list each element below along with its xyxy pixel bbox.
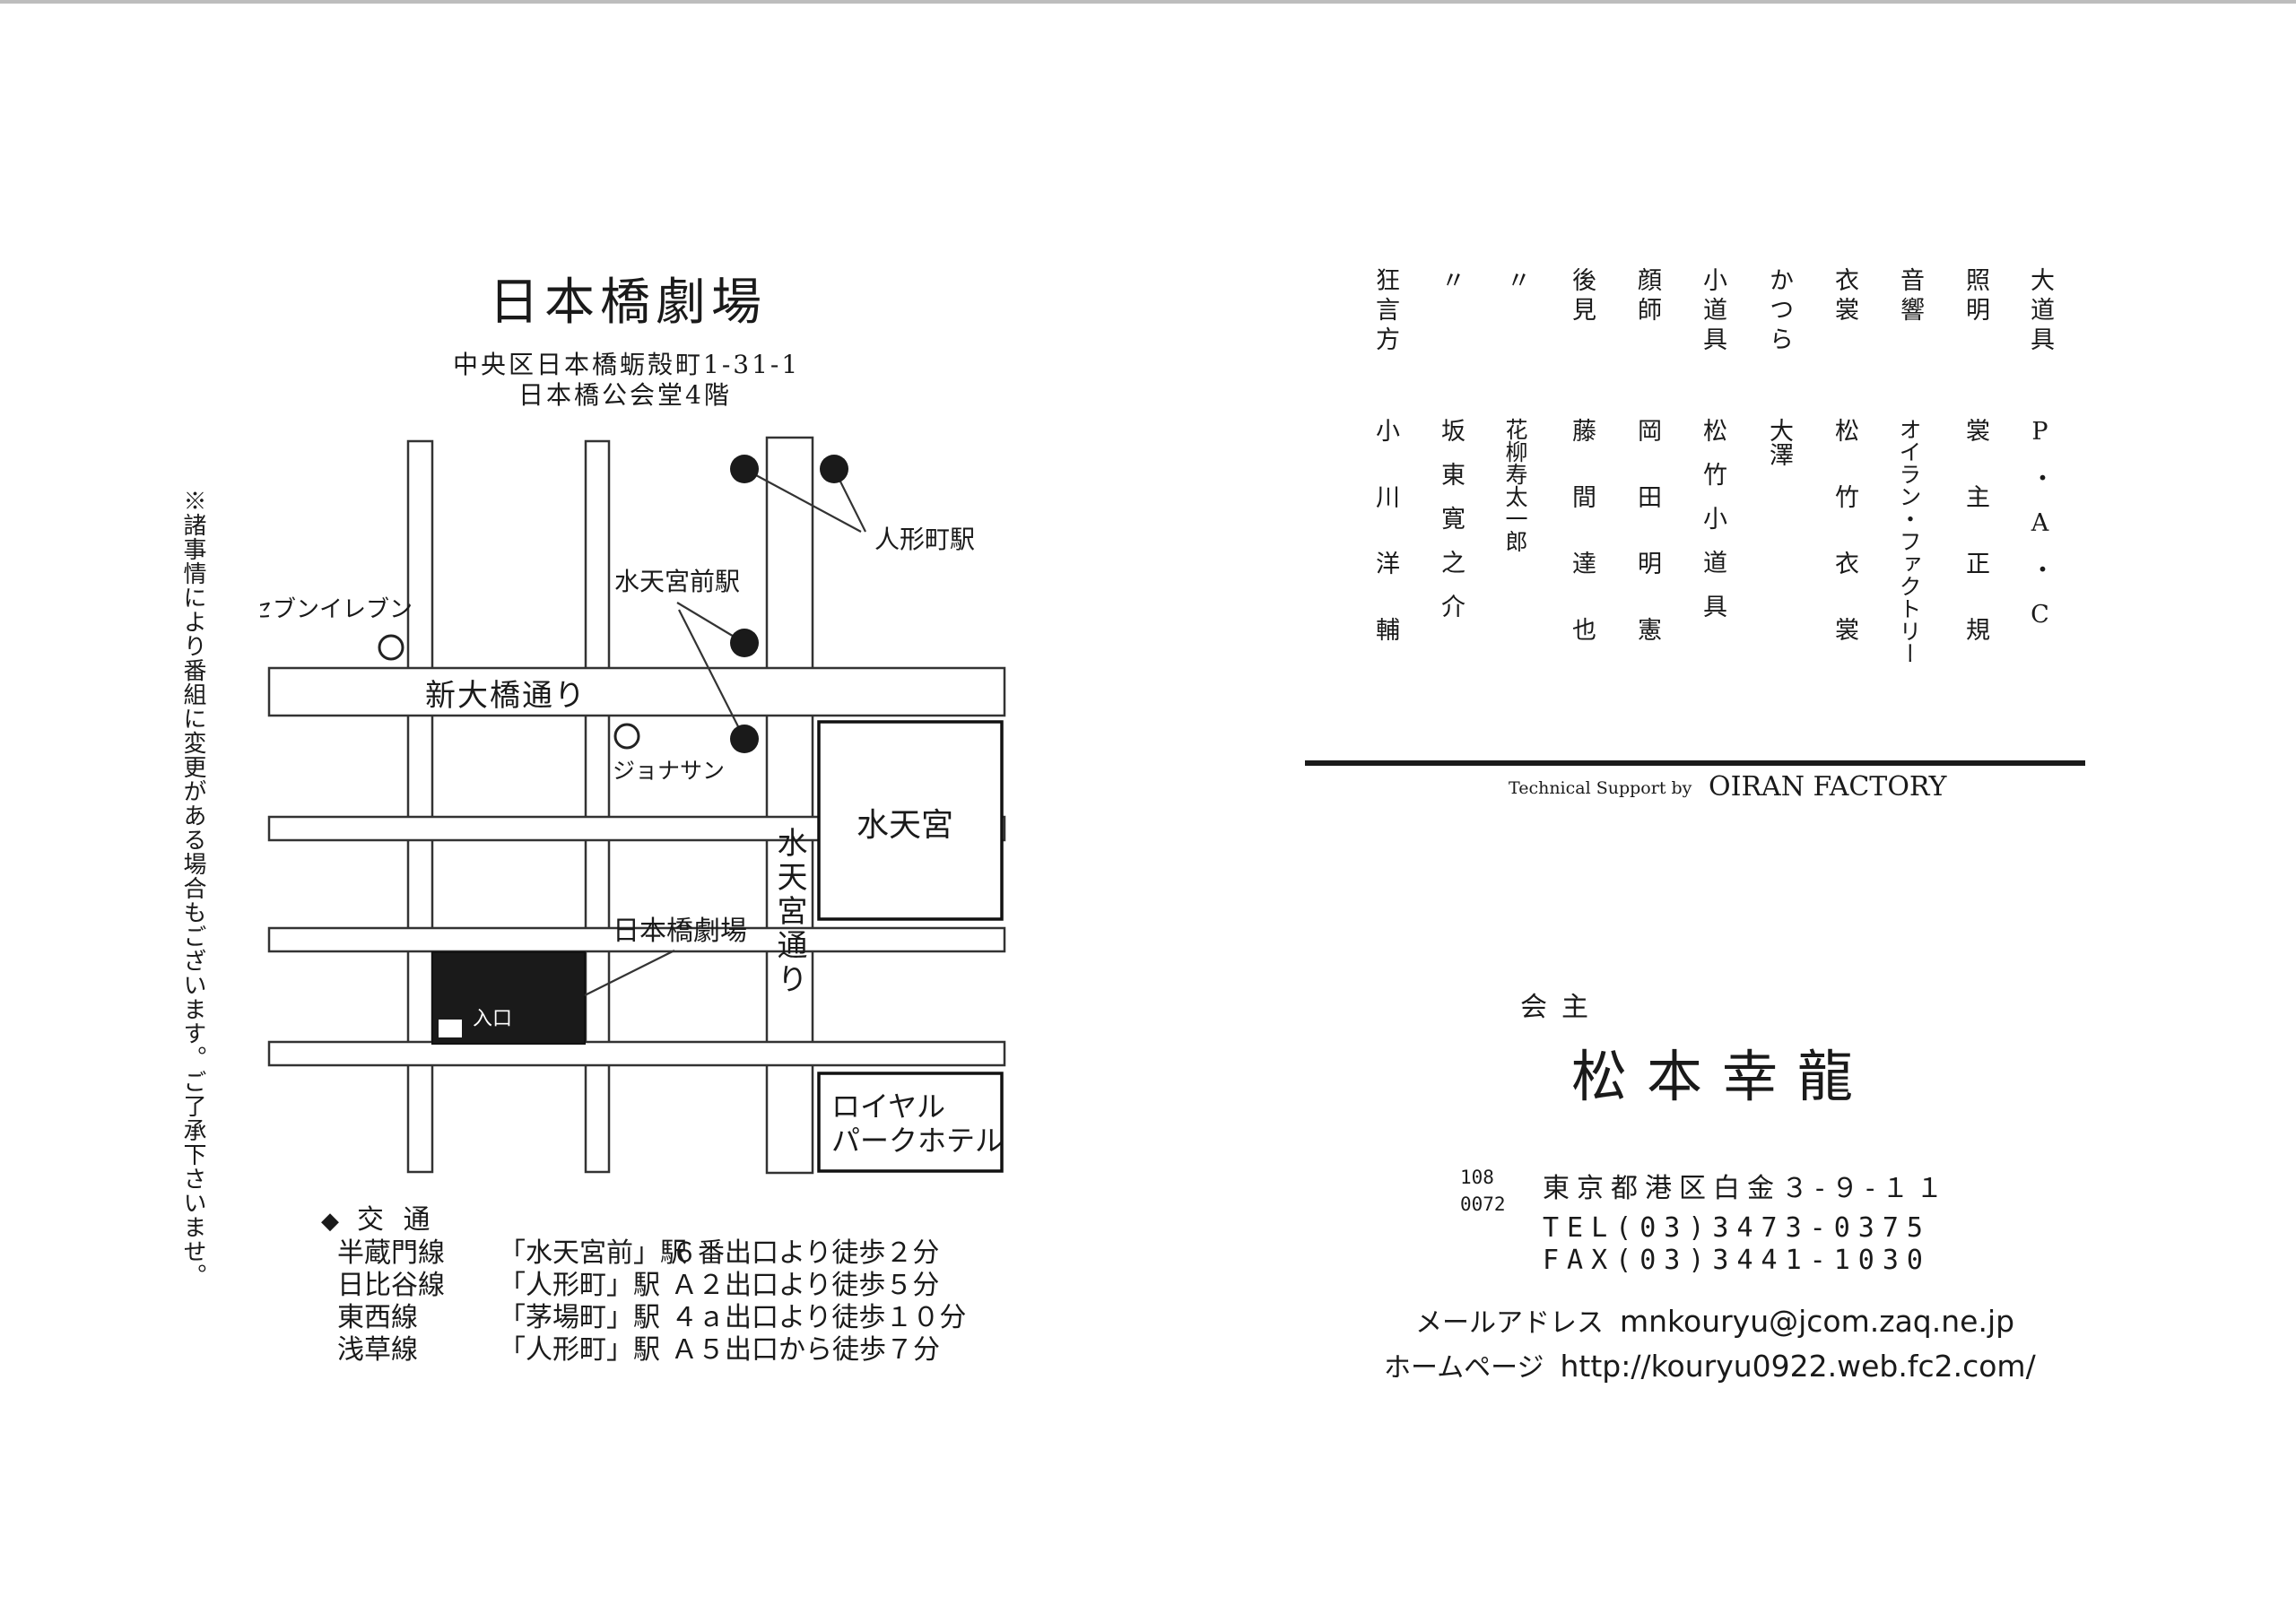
map-suitengu-shrine [817,720,1004,921]
theater-address-line2: 日本橋公会堂4階 [518,380,732,410]
map-ningyocho-marker-1 [730,455,759,483]
access-line: 浅草線 [337,1334,418,1366]
office-address: 東京都港区白金３-９-１１ [1543,1173,1951,1204]
credit-name: 松竹衣裳 [1831,418,1858,683]
email-label: メールアドレス [1415,1307,1604,1339]
credit-role: 照明 [1961,267,1989,326]
access-station: 「水天宮前」駅 [499,1237,687,1269]
map-suitengumae-label: 水天宮前駅 [614,567,740,596]
credit-name: 藤間達也 [1568,418,1596,683]
credits-divider [1305,760,2085,766]
access-detail: ４ａ出口より徒歩１０分 [671,1302,967,1333]
credit-name: 花柳寿太一郎 [1502,418,1528,552]
credit-role: 狂言方 [1371,267,1399,356]
credit-name: 坂東寛之介 [1437,418,1465,638]
map-suitengu-label: 水天宮 [857,807,953,844]
credit-name: 大澤 [1765,418,1793,466]
postal-code: 108 0072 [1460,1164,1506,1218]
access-heading-text: 交 通 [357,1204,436,1236]
scan-top-edge [0,0,2296,4]
program-change-notice: ※諸事情により番組に変更がある場合もございます。ご了承下さいませ。 [179,489,206,1288]
credit-name: オイラン・ファクトリー [1896,418,1922,664]
map-street-horizontal-3 [267,926,1006,953]
map-street-horizontal-4 [267,1040,1006,1067]
map-suitengu-street-label: 水天宮通り [771,827,807,997]
access-detail: Ａ２出口より徒歩５分 [671,1270,940,1301]
map-jonathan-marker [613,723,640,750]
technical-support-name: OIRAN FACTORY [1709,771,1947,803]
map-entrance-icon [439,1020,462,1037]
map-ningyocho-marker-2 [820,455,848,483]
access-line: 半蔵門線 [337,1237,445,1269]
technical-support-label: Technical Support by [1509,778,1692,798]
credit-role: 衣裳 [1831,267,1858,326]
postal-code-line1: 108 [1460,1167,1494,1188]
access-detail: ６番出口より徒歩２分 [671,1237,940,1269]
credit-name: 岡田明憲 [1633,418,1661,683]
access-station: 「茅場町」駅 [499,1302,660,1333]
host-name: 松本幸龍 [1571,1044,1874,1109]
host-label: 会主 [1520,992,1603,1023]
website-line: ホームページ http://kouryu0922.web.fc2.com/ [1384,1345,2036,1384]
access-station: 「人形町」駅 [499,1270,660,1301]
map-street-shin-ohashi [267,666,1006,717]
map-royal-park-hotel [817,1072,1004,1173]
credit-role: 大道具 [2026,267,2054,356]
credit-role: 〃 [1502,267,1530,297]
credit-role: 顔師 [1633,267,1661,326]
theater-title: 日本橋劇場 [489,273,767,332]
credit-name: 裳主正規 [1961,418,1989,683]
access-heading: ◆ 交 通 [321,1197,436,1237]
access-station: 「人形町」駅 [499,1334,660,1366]
access-line: 東西線 [337,1302,418,1333]
access-detail: Ａ５出口から徒歩７分 [671,1334,940,1366]
telephone: TEL(03)3473-0375 [1543,1212,1931,1244]
postal-code-line2: 0072 [1460,1193,1506,1215]
email-address-link[interactable]: mnkouryu@jcom.zaq.ne.jp [1620,1304,2015,1339]
map-theater-label: 日本橋劇場 [613,916,747,947]
website-url-link[interactable]: http://kouryu0922.web.fc2.com/ [1560,1349,2036,1384]
access-line: 日比谷線 [337,1270,445,1301]
credit-role: かつら [1765,267,1793,356]
credit-role: 小道具 [1699,267,1726,356]
credit-role: 音響 [1896,267,1924,326]
map-ningyocho-label: 人形町駅 [874,525,975,554]
credit-name: 小川洋輔 [1371,418,1399,683]
access-map: 水天宮 ロイヤル パークホテル 入口 セブンイレブン 人形町駅 水天宮前駅 新大… [260,436,1006,1175]
map-seven-eleven-label: セブンイレブン [260,596,413,623]
map-suitengumae-marker-2 [730,725,759,753]
map-jonathan-label: ジョナサン [613,758,725,784]
map-seven-eleven-marker [378,634,404,661]
map-royal-park-label-1: ロイヤル [831,1089,945,1124]
credit-role: 後見 [1568,267,1596,326]
staff-credits: 大道具 P・A・C 照明裳主正規 音響オイラン・ファクトリー 衣裳松竹衣裳 かつら大澤 小道… [1345,267,2063,733]
map-suitengumae-marker-1 [730,629,759,657]
website-label: ホームページ [1384,1352,1544,1384]
diamond-icon: ◆ [321,1208,344,1235]
email-line: メールアドレス mnkouryu@jcom.zaq.ne.jp [1415,1300,2014,1340]
map-royal-park-label-2: パークホテル [831,1124,1004,1158]
credit-name: P・A・C [2026,418,2054,648]
theater-address-line1: 中央区日本橋蛎殻町1-31-1 [453,350,801,379]
map-entrance-label: 入口 [473,1008,512,1030]
credit-role: 〃 [1437,267,1465,297]
credit-name: 松竹小道具 [1699,418,1726,638]
fax: FAX(03)3441-1030 [1543,1245,1931,1276]
map-shin-ohashi-label: 新大橋通り [425,678,587,714]
